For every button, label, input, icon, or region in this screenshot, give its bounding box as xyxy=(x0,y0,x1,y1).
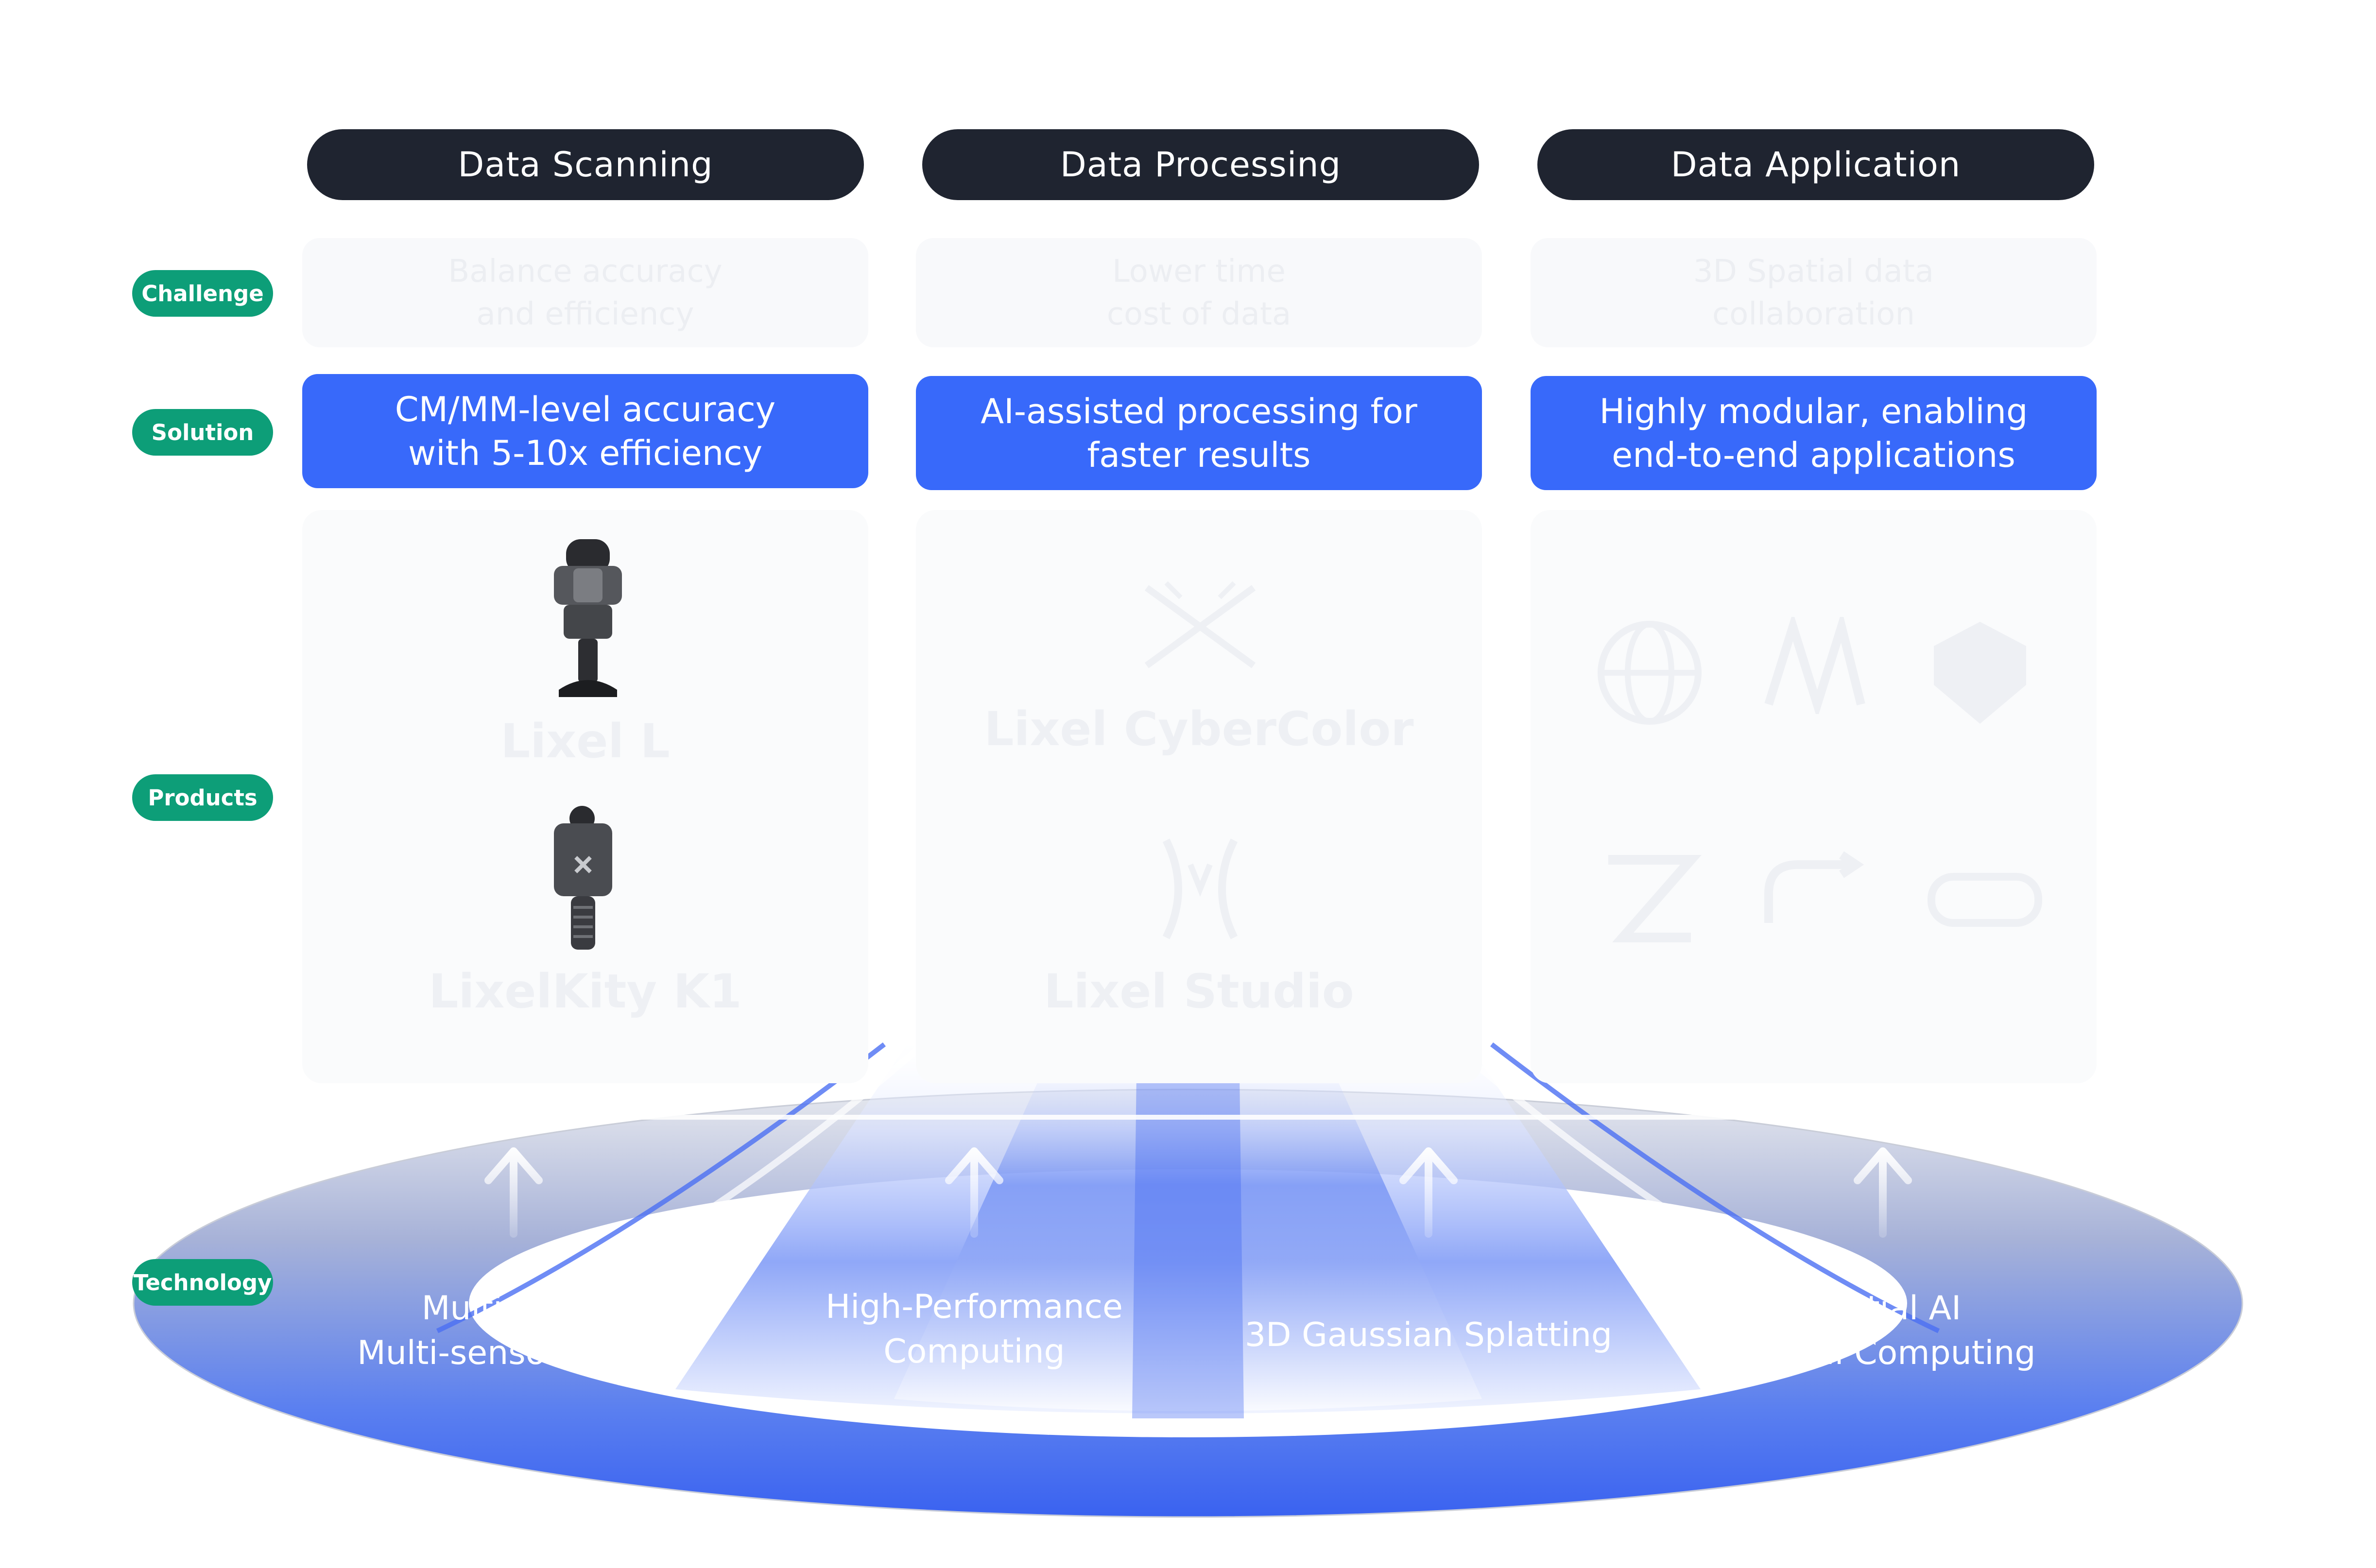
row-tag-solution: Solution xyxy=(132,409,273,456)
row-tag-technology: Technology xyxy=(132,1259,273,1306)
challenge-card-processing: Lower time cost of data xyxy=(916,238,1482,347)
row-tag-products: Products xyxy=(132,774,273,821)
products-panel-application xyxy=(1531,510,2097,1083)
product-name-lixel-studio: Lixel Studio xyxy=(1044,964,1354,1019)
arrow-up-icon xyxy=(1399,1147,1458,1238)
lixel-studio-logo-icon xyxy=(1162,838,1238,939)
row-tag-challenge: Challenge xyxy=(132,270,273,317)
vr-headset-icon xyxy=(1928,873,2042,927)
arrow-up-icon xyxy=(484,1147,543,1238)
solution-card-processing: AI-assisted processing for faster result… xyxy=(916,376,1482,490)
lixelkity-k1-device-image xyxy=(554,806,612,950)
shield-icon xyxy=(1934,622,2026,724)
technology-high-performance-computing: High-Performance Computing xyxy=(826,1288,1123,1371)
arrow-up-icon xyxy=(945,1147,1003,1238)
column-header-data-scanning: Data Scanning xyxy=(307,129,864,200)
challenge-card-application: 3D Spatial data collaboration xyxy=(1531,238,2097,347)
tech-icon xyxy=(1764,617,1865,714)
solution-card-scanning: CM/MM-level accuracy with 5-10x efficien… xyxy=(302,374,868,488)
check-icon xyxy=(1608,855,1702,942)
column-header-data-processing: Data Processing xyxy=(922,129,1479,200)
product-name-lixel-cybercolor: Lixel CyberColor xyxy=(984,702,1414,756)
technology-multi-slam: Multi-SLAM Multi-sensor fusion xyxy=(357,1289,670,1372)
product-name-lixelkity-k1: LixelKity K1 xyxy=(429,964,742,1019)
product-name-lixel-l: Lixel L xyxy=(500,714,670,768)
technology-spatial-ai: Spatial AI Spatial Computing xyxy=(1730,1289,2036,1372)
column-header-data-application: Data Application xyxy=(1537,129,2094,200)
cybercolor-logo-icon xyxy=(1144,581,1256,668)
products-panel-processing xyxy=(916,510,1482,1083)
challenge-card-scanning: Balance accuracy and efficiency xyxy=(302,238,868,347)
solution-card-application: Highly modular, enabling end-to-end appl… xyxy=(1531,376,2097,490)
lixel-l-device-image xyxy=(554,539,622,697)
technology-3d-gaussian-splatting: 3D Gaussian Splatting xyxy=(1244,1316,1613,1354)
arrow-up-icon xyxy=(1854,1147,1912,1238)
route-icon xyxy=(1764,851,1864,923)
globe-icon xyxy=(1598,621,1702,725)
